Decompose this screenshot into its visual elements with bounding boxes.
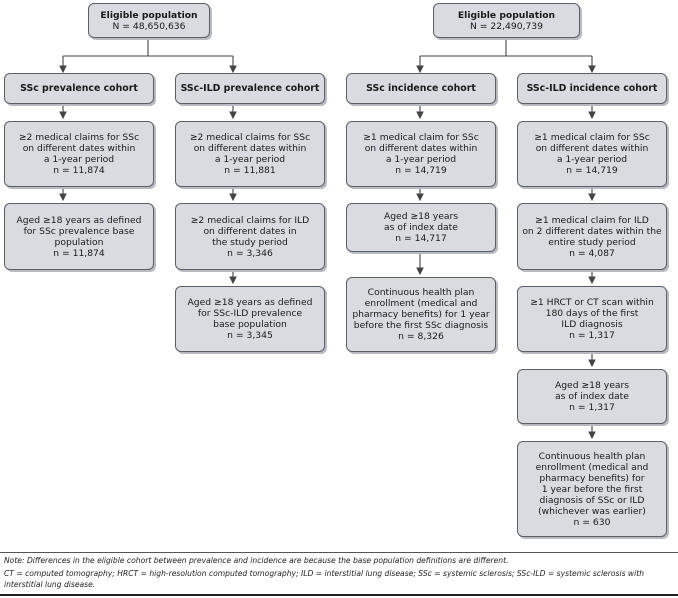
box-line: Aged ≥18 years xyxy=(383,211,459,222)
box-count: n = 14,719 xyxy=(395,165,447,176)
sscild-prevalence-header: SSc-ILD prevalence cohort xyxy=(175,73,325,104)
box-line: base population xyxy=(213,319,287,330)
box-line: a 1-year period xyxy=(214,154,286,165)
box-line: pharmacy benefits) for 1 year xyxy=(352,309,490,320)
box-line: for SSc prevalence base xyxy=(23,225,135,237)
box-line: a 1-year period xyxy=(43,154,115,165)
box-line: ≥1 HRCT or CT scan within xyxy=(530,297,654,308)
ssc-incidence-step-3: Continuous health plan enrollment (medic… xyxy=(346,277,496,352)
box-line: Aged ≥18 years as defined xyxy=(187,297,313,308)
box-line: ≥1 medical claim for ILD xyxy=(535,214,649,226)
box-count: n = 11,881 xyxy=(224,165,276,176)
cohort-header-label: SSc prevalence cohort xyxy=(20,83,138,94)
sscild-incidence-step-1: ≥1 medical claim for SSc on different da… xyxy=(517,121,667,187)
footnote-divider xyxy=(0,552,678,553)
ssc-prevalence-step-2: Aged ≥18 years as defined for SSc preval… xyxy=(4,203,154,270)
box-line: ≥2 medical claims for SSc xyxy=(189,132,311,143)
box-line: on different dates within xyxy=(535,143,649,154)
box-count: n = 11,874 xyxy=(53,165,105,176)
box-line: before the first SSc diagnosis xyxy=(353,320,489,331)
box-line: Aged ≥18 years as defined xyxy=(16,214,142,226)
ssc-prevalence-header: SSc prevalence cohort xyxy=(4,73,154,104)
sscild-incidence-step-4: Aged ≥18 years as of index date n = 1,31… xyxy=(517,369,667,424)
box-line: pharmacy benefits) for xyxy=(539,472,645,484)
bottom-rule xyxy=(0,594,678,596)
box-line: the study period xyxy=(212,236,288,248)
box-line: on different dates within xyxy=(193,143,307,154)
box-count: n = 3,346 xyxy=(227,247,273,259)
box-line: enrollment (medical and xyxy=(535,461,649,473)
box-line: ≥1 medical claim for SSc xyxy=(534,132,650,143)
cohort-header-label: SSc incidence cohort xyxy=(366,83,476,94)
box-line: a 1-year period xyxy=(556,154,628,165)
sscild-incidence-step-5: Continuous health plan enrollment (medic… xyxy=(517,441,667,537)
box-title: Eligible population xyxy=(457,9,556,21)
box-count: N = 22,490,739 xyxy=(469,20,543,32)
sscild-prevalence-step-1: ≥2 medical claims for SSc on different d… xyxy=(175,121,325,187)
box-count: n = 1,317 xyxy=(569,330,615,341)
eligible-population-box-right: Eligible population N = 22,490,739 xyxy=(433,3,580,38)
sscild-incidence-header: SSc-ILD incidence cohort xyxy=(517,73,667,104)
cohort-header-label: SSc-ILD prevalence cohort xyxy=(180,83,320,94)
box-line: on different dates in xyxy=(203,225,297,237)
footnote-note: Note: Differences in the eligible cohort… xyxy=(4,556,509,565)
sscild-prevalence-step-2: ≥2 medical claims for ILD on different d… xyxy=(175,203,325,270)
box-line: Continuous health plan xyxy=(367,287,475,298)
sscild-incidence-step-3: ≥1 HRCT or CT scan within 180 days of th… xyxy=(517,286,667,352)
box-line: diagnosis of SSc or ILD xyxy=(539,494,645,506)
box-count: N = 48,650,636 xyxy=(112,20,186,32)
ssc-incidence-step-1: ≥1 medical claim for SSc on different da… xyxy=(346,121,496,187)
box-line: ILD diagnosis xyxy=(561,319,623,330)
box-line: on 2 different dates within the xyxy=(522,225,662,237)
box-count: n = 630 xyxy=(573,516,611,528)
box-line: enrollment (medical and xyxy=(364,298,478,309)
box-line: Continuous health plan xyxy=(538,450,646,462)
ssc-prevalence-step-1: ≥2 medical claims for SSc on different d… xyxy=(4,121,154,187)
box-line: on different dates within xyxy=(364,143,478,154)
sscild-incidence-step-2: ≥1 medical claim for ILD on 2 different … xyxy=(517,203,667,270)
box-line: a 1-year period xyxy=(385,154,457,165)
footnote-abbreviations: CT = computed tomography; HRCT = high-re… xyxy=(4,569,645,578)
box-line: Aged ≥18 years xyxy=(554,380,630,391)
box-count: n = 11,874 xyxy=(53,247,105,259)
ssc-incidence-step-2: Aged ≥18 years as of index date n = 14,7… xyxy=(346,203,496,252)
box-line: ≥1 medical claim for SSc xyxy=(363,132,479,143)
box-line: as of index date xyxy=(384,222,458,233)
box-line: entire study period xyxy=(548,236,636,248)
box-count: n = 14,719 xyxy=(566,165,618,176)
box-line: on different dates within xyxy=(22,143,136,154)
sscild-prevalence-step-3: Aged ≥18 years as defined for SSc-ILD pr… xyxy=(175,286,325,352)
box-count: n = 3,345 xyxy=(227,330,273,341)
box-line: population xyxy=(54,236,104,248)
eligible-population-box-left: Eligible population N = 48,650,636 xyxy=(88,3,210,38)
box-line: 1 year before the first xyxy=(541,483,643,495)
ssc-incidence-header: SSc incidence cohort xyxy=(346,73,496,104)
box-line: ≥2 medical claims for SSc xyxy=(18,132,140,143)
box-line: as of index date xyxy=(555,391,629,402)
cohort-header-label: SSc-ILD incidence cohort xyxy=(526,83,658,94)
box-count: n = 8,326 xyxy=(398,331,444,342)
box-line: (whichever was earlier) xyxy=(538,505,646,517)
box-count: n = 4,087 xyxy=(569,247,615,259)
footnote-abbreviations-cont: interstitial lung disease. xyxy=(4,580,96,589)
box-line: for SSc-ILD prevalence xyxy=(197,308,303,319)
box-line: 180 days of the first xyxy=(545,308,639,319)
box-count: n = 1,317 xyxy=(569,402,615,413)
box-title: Eligible population xyxy=(100,9,198,21)
box-count: n = 14,717 xyxy=(395,233,447,244)
box-line: ≥2 medical claims for ILD xyxy=(190,214,310,226)
